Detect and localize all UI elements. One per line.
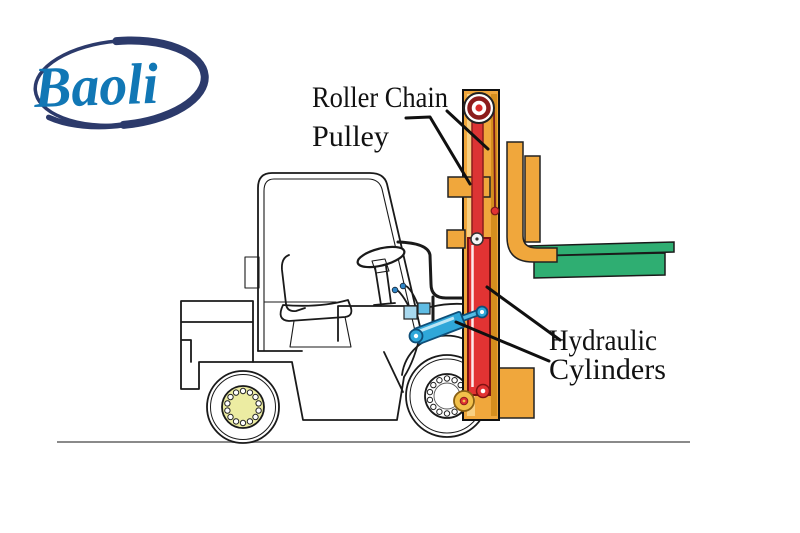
leader-tilt-cylinder: [454, 320, 551, 363]
mast-pivot: [453, 390, 475, 412]
leader-lines: [404, 109, 562, 363]
valve-block: [417, 302, 431, 315]
fork-carriage: [506, 141, 558, 263]
leader-lift-cylinder: [485, 285, 562, 342]
chain-pulley: [463, 92, 495, 124]
tilt-cylinder: [408, 305, 489, 345]
forklift-body: [180, 300, 492, 421]
hose-fitting: [391, 286, 399, 294]
operator-seat: [279, 254, 353, 348]
mast-tab: [446, 229, 466, 249]
valve-block: [403, 305, 418, 320]
chain-anchor: [490, 206, 500, 216]
leader-pulley: [404, 115, 472, 186]
cab-frame: [244, 172, 422, 352]
label-hydraulic-line1: Hydraulic: [549, 324, 657, 357]
leader-roller-chain: [445, 109, 490, 151]
label-roller-chain-line1: Roller Chain: [312, 81, 448, 114]
rear-wheel: [206, 370, 280, 444]
label-roller-chain-line2: Pulley: [312, 120, 389, 153]
counterweight: [180, 300, 254, 390]
brand-logo: Baoli: [32, 36, 209, 130]
mast-assembly: [446, 89, 675, 421]
steering-wheel: [356, 245, 406, 306]
fork-lower: [533, 252, 666, 279]
hose-fitting: [399, 282, 407, 290]
hydraulic-hoses: [391, 282, 464, 320]
chassis-skirt: [252, 361, 405, 421]
carriage-upright: [524, 155, 541, 243]
pillar-box: [244, 256, 260, 289]
annotation-labels: Roller Chain Pulley Hydraulic Cylinders: [312, 81, 666, 386]
logo-swoosh-ellipse: [33, 36, 209, 130]
lift-cylinder-rod: [471, 113, 484, 243]
label-hydraulic-line2: Cylinders: [549, 353, 666, 386]
logo-wordmark: Baoli: [32, 51, 159, 120]
